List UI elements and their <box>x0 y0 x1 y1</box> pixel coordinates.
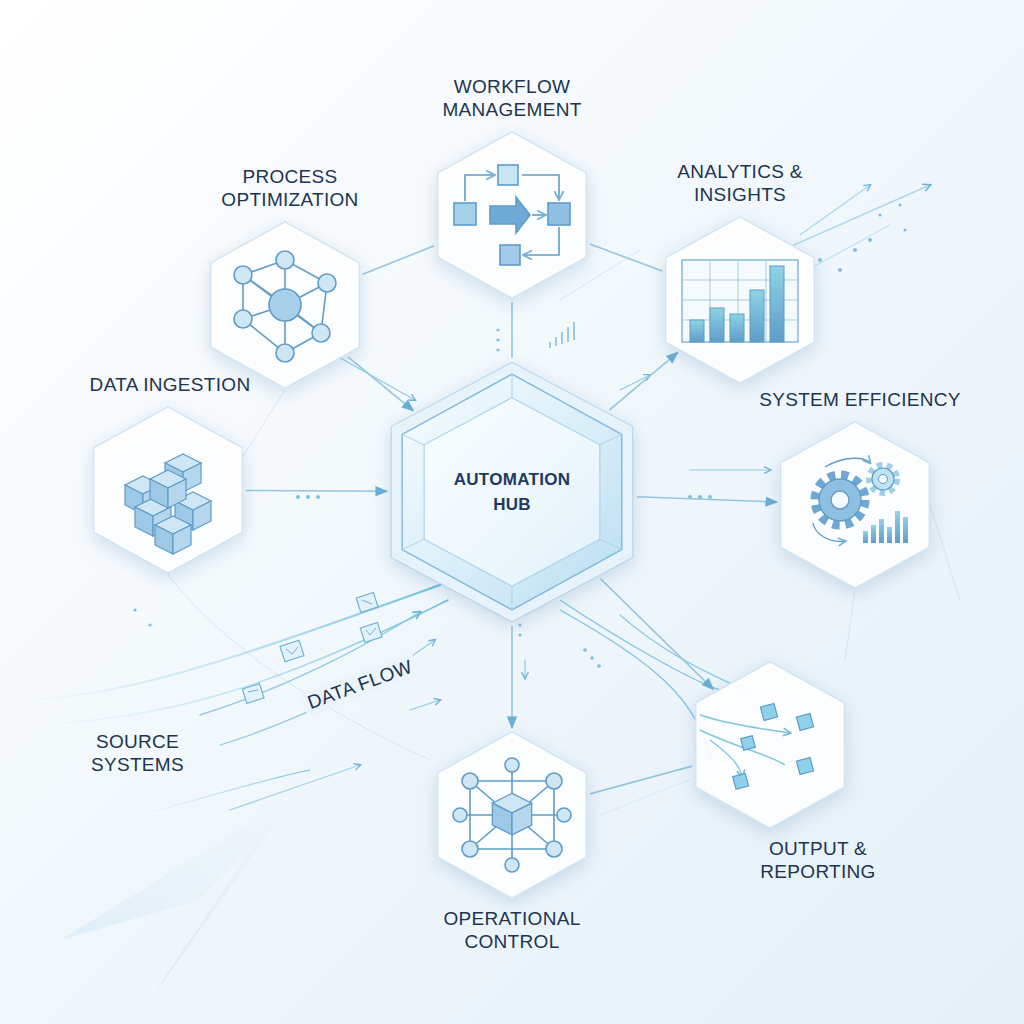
hexagon-tile <box>665 216 815 384</box>
connector-line <box>511 302 513 358</box>
connector-line <box>590 766 692 794</box>
hub-node: AUTOMATION HUB <box>390 361 634 623</box>
hexagon-node: WORKFLOW MANAGEMENT <box>437 131 587 299</box>
hub-title: AUTOMATION HUB <box>445 467 580 518</box>
node-label: PROCESS OPTIMIZATION <box>208 165 373 211</box>
source-label: SOURCE SYSTEMS <box>75 730 200 776</box>
hexagon-tile <box>780 421 930 589</box>
hexagon-tile <box>695 661 845 829</box>
node-label: DATA INGESTION <box>90 373 251 396</box>
hexagon-node: PROCESS OPTIMIZATION <box>210 221 360 389</box>
connector-line <box>609 352 678 410</box>
flow-label: DATA FLOW <box>299 652 420 717</box>
hexagon-node: SYSTEM EFFICIENCY <box>780 421 930 589</box>
node-label: OUTPUT & REPORTING <box>751 837 886 883</box>
hexagon-tile <box>210 221 360 389</box>
connector-line <box>363 246 434 274</box>
connector-line <box>511 626 513 728</box>
connector-line <box>600 579 713 690</box>
connector-line <box>590 244 662 271</box>
hexagon-node: OPERATIONAL CONTROL <box>437 731 587 899</box>
connector-line <box>348 357 413 411</box>
connector-line <box>637 497 777 502</box>
hub-hexagon <box>390 361 634 623</box>
hexagon-tile <box>93 406 243 574</box>
hexagon-tile <box>437 731 587 899</box>
node-label: OPERATIONAL CONTROL <box>430 907 595 953</box>
hexagon-tile <box>437 131 587 299</box>
hexagon-node: ANALYTICS & INSIGHTS <box>665 216 815 384</box>
hexagon-node: DATA INGESTION <box>93 406 243 574</box>
connector-line <box>246 490 387 492</box>
hexagon-node: OUTPUT & REPORTING <box>695 661 845 829</box>
node-label: SYSTEM EFFICIENCY <box>759 388 960 411</box>
node-label: ANALYTICS & INSIGHTS <box>665 160 815 206</box>
node-label: WORKFLOW MANAGEMENT <box>425 75 600 121</box>
